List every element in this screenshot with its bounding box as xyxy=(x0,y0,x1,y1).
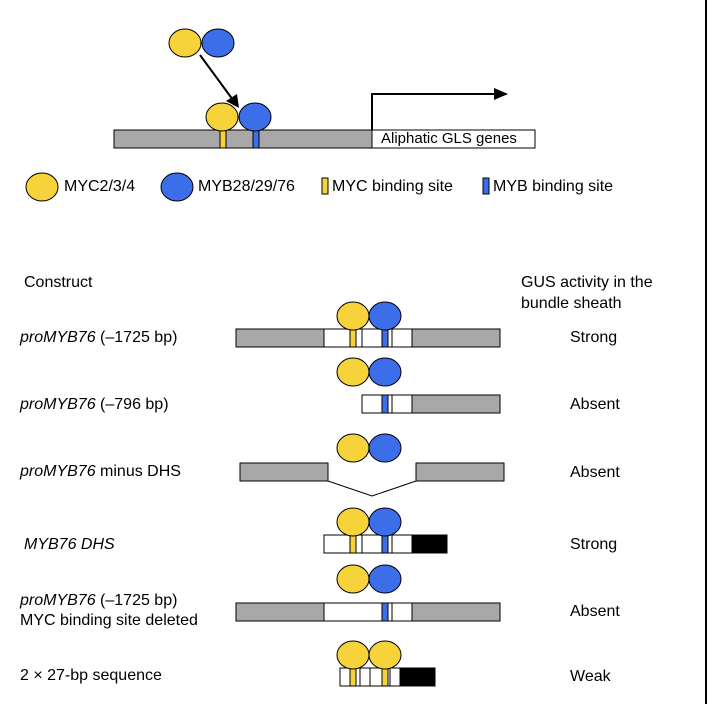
legend-myc-site-label: MYC binding site xyxy=(332,178,453,195)
row-5-label: proMYB76 (–1725 bp) xyxy=(20,592,178,609)
transcription-arrow xyxy=(371,93,496,130)
row-2-label: proMYB76 (–796 bp) xyxy=(20,396,169,413)
row-5-label-line2: MYC binding site deleted xyxy=(20,612,198,629)
legend-myc-icon xyxy=(25,172,59,202)
construct-row-4 xyxy=(323,507,448,554)
myb-protein-free xyxy=(201,28,235,58)
construct-header: Construct xyxy=(24,274,93,291)
binding-arrow xyxy=(199,54,234,101)
top-schematic xyxy=(113,28,536,149)
myc-site xyxy=(219,129,227,149)
legend-myb-site-label: MYB binding site xyxy=(493,178,614,195)
row-6-activity: Weak xyxy=(570,668,611,685)
gene-label: Aliphatic GLS genes xyxy=(381,130,517,147)
row-4-activity: Strong xyxy=(570,536,618,553)
gus-header-line1: GUS activity in the xyxy=(521,274,653,291)
row-1-activity: Strong xyxy=(570,329,618,346)
gus-header-line2: bundle sheath xyxy=(521,295,622,312)
legend-myc-site-icon xyxy=(321,177,329,195)
row-3-label: proMYB76 minus DHS xyxy=(20,463,181,480)
myc-protein xyxy=(205,102,239,132)
row-3-activity: Absent xyxy=(570,464,620,481)
myc-protein-free xyxy=(168,28,202,58)
myb-site xyxy=(252,129,260,149)
row-5-activity: Absent xyxy=(570,603,620,620)
construct-row-6 xyxy=(336,640,436,687)
promoter-bar xyxy=(113,129,373,149)
legend-myc-label: MYC2/3/4 xyxy=(64,178,136,195)
row-4-label: MYB76 DHS xyxy=(24,536,115,553)
row-1-label: proMYB76 (–1725 bp) xyxy=(20,329,178,346)
binding-arrow-head xyxy=(226,94,239,108)
row-2-activity: Absent xyxy=(570,396,620,413)
legend xyxy=(25,172,490,202)
myb-protein xyxy=(238,102,272,132)
legend-myb-icon xyxy=(160,172,194,202)
transcription-arrow-head xyxy=(494,88,508,100)
construct-row-5 xyxy=(235,564,501,622)
construct-row-2 xyxy=(336,357,501,414)
row-6-label: 2 × 27-bp sequence xyxy=(20,667,162,684)
legend-myb-site-icon xyxy=(482,177,490,195)
construct-row-1 xyxy=(235,301,501,348)
right-border xyxy=(705,0,707,704)
construct-row-3 xyxy=(239,433,505,497)
legend-myb-label: MYB28/29/76 xyxy=(198,178,295,195)
gene-box xyxy=(371,129,536,149)
